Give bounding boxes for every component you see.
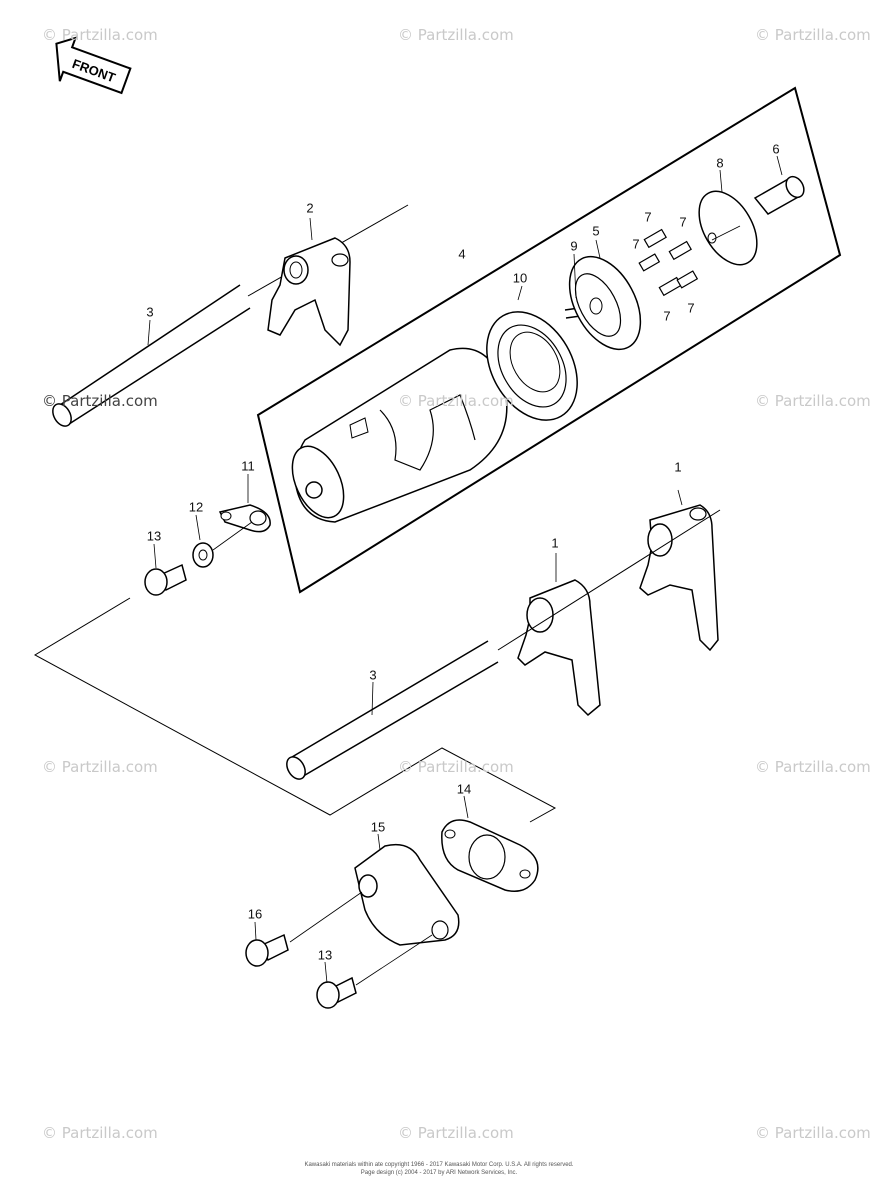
- bolt-13-lower: [316, 976, 357, 1009]
- gasket-14: [441, 819, 539, 892]
- callout-5: 5: [592, 223, 600, 239]
- callout-7: 7: [663, 308, 671, 324]
- fork-shaft-lower: [286, 509, 721, 780]
- callout-2: 2: [306, 200, 314, 216]
- callout-6: 6: [772, 141, 780, 157]
- drum-bearing-10: [486, 311, 578, 421]
- watermark: © Partzilla.com: [755, 26, 871, 44]
- callout-9: 9: [570, 238, 578, 254]
- callout-7: 7: [679, 214, 687, 230]
- watermark: © Partzilla.com: [755, 758, 871, 776]
- watermark: © Partzilla.com: [398, 392, 514, 410]
- watermark: © Partzilla.com: [42, 758, 158, 776]
- watermark: © Partzilla.com: [42, 392, 158, 410]
- shift-drum: [291, 347, 508, 523]
- callout-7: 7: [644, 209, 652, 225]
- callout-13: 13: [146, 528, 162, 544]
- callout-16: 16: [247, 906, 263, 922]
- copyright-line-2: Page design (c) 2004 - 2017 by ARI Netwo…: [360, 1170, 518, 1176]
- callout-14: 14: [456, 781, 472, 797]
- reference-outline: [33, 597, 557, 823]
- callout-7: 7: [687, 300, 695, 316]
- cam-pins-7: [638, 228, 699, 297]
- bolt-6: [753, 175, 805, 215]
- callout-3: 3: [146, 304, 154, 320]
- bolt-13-upper: [144, 563, 187, 596]
- callout-15: 15: [370, 819, 386, 835]
- shift-fork-1-left: [517, 579, 601, 717]
- drum-assembly-frame: [256, 86, 842, 594]
- watermark: © Partzilla.com: [42, 1124, 158, 1142]
- washer-12: [192, 542, 214, 568]
- callout-7: 7: [632, 236, 640, 252]
- shift-fork-2: [267, 237, 351, 347]
- drum-stopper-11: [218, 504, 271, 533]
- cam-plate-8: [698, 190, 758, 266]
- callout-3: 3: [369, 667, 377, 683]
- shift-fork-1-right: [639, 504, 719, 652]
- shift-drum-cam-5: [568, 255, 642, 351]
- callout-10: 10: [512, 270, 528, 286]
- fork-shaft-upper: [52, 204, 409, 427]
- callout-8: 8: [716, 155, 724, 171]
- callout-1: 1: [674, 459, 682, 475]
- housing-15: [354, 843, 460, 946]
- callout-4: 4: [458, 246, 466, 262]
- watermark: © Partzilla.com: [755, 392, 871, 410]
- copyright-line-1: Kawasaki materials within ate copyright …: [304, 1162, 574, 1168]
- callout-11: 11: [241, 458, 255, 474]
- callout-13: 13: [317, 947, 333, 963]
- watermark: © Partzilla.com: [398, 758, 514, 776]
- watermark: © Partzilla.com: [42, 26, 158, 44]
- callout-leaders: [147, 155, 783, 984]
- front-arrow-icon: FRONT: [55, 36, 132, 95]
- watermark: © Partzilla.com: [755, 1124, 871, 1142]
- watermark: © Partzilla.com: [398, 26, 514, 44]
- callout-1: 1: [551, 535, 559, 551]
- watermark: © Partzilla.com: [398, 1124, 514, 1142]
- bolt-16: [245, 933, 289, 967]
- callout-12: 12: [188, 499, 204, 515]
